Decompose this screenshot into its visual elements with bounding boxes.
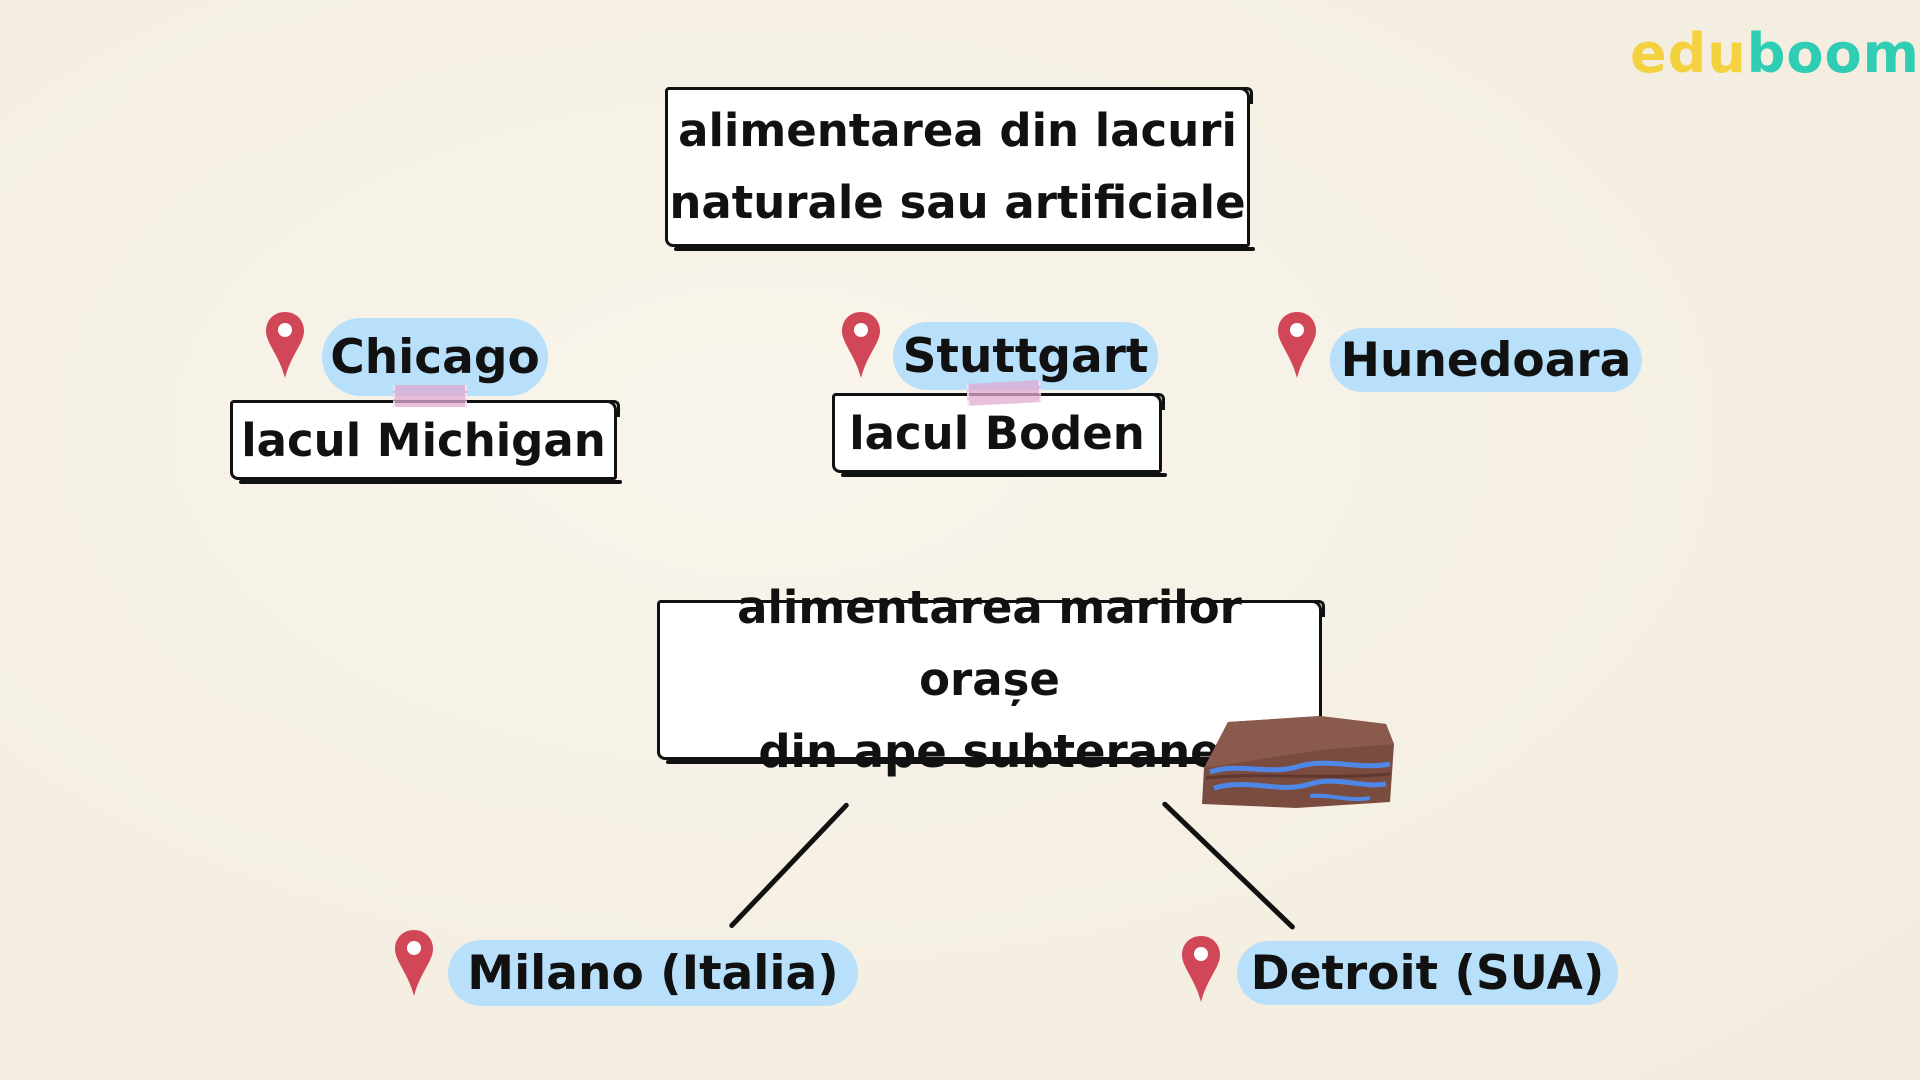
map-pin-icon [842,312,880,378]
city-pill-chicago: Chicago [322,318,548,396]
lakes-supply-line2: naturale sau artificiale [669,176,1246,229]
city-pill-milano: Milano (Italia) [448,940,858,1006]
lake-box-boden: lacul Boden [832,393,1167,477]
map-pin-icon [266,312,304,378]
city-label: Detroit (SUA) [1250,945,1605,1001]
lake-label: lacul Michigan [241,413,606,467]
city-label: Chicago [330,329,540,385]
city-label: Milano (Italia) [467,945,839,1001]
map-pin-icon [1182,936,1220,1002]
lakes-supply-line1: alimentarea din lacuri [678,104,1237,157]
lake-label: lacul Boden [849,406,1145,460]
rock-layers-icon [1202,716,1394,808]
city-label: Stuttgart [902,328,1149,384]
connector-line-milano [728,801,850,930]
map-pin-icon [395,930,433,996]
lakes-supply-box: alimentarea din lacuri naturale sau arti… [665,87,1255,251]
connector-line-detroit [1161,800,1296,931]
logo-boom: boom [1746,22,1920,85]
groundwater-supply-box: alimentarea marilor orașe din ape subter… [657,581,1327,778]
city-pill-detroit: Detroit (SUA) [1237,941,1618,1005]
city-pill-stuttgart: Stuttgart [893,322,1158,390]
groundwater-line2: din ape subterane [758,725,1221,778]
lake-box-michigan: lacul Michigan [230,400,622,484]
tape-decoration [966,380,1042,406]
city-pill-hunedoara: Hunedoara [1330,328,1642,392]
groundwater-line1: alimentarea marilor orașe [737,581,1242,706]
map-pin-icon [1278,312,1316,378]
tape-decoration [393,385,467,407]
eduboom-logo: eduboom [1630,22,1920,85]
logo-edu: edu [1630,22,1747,85]
city-label: Hunedoara [1340,332,1632,388]
